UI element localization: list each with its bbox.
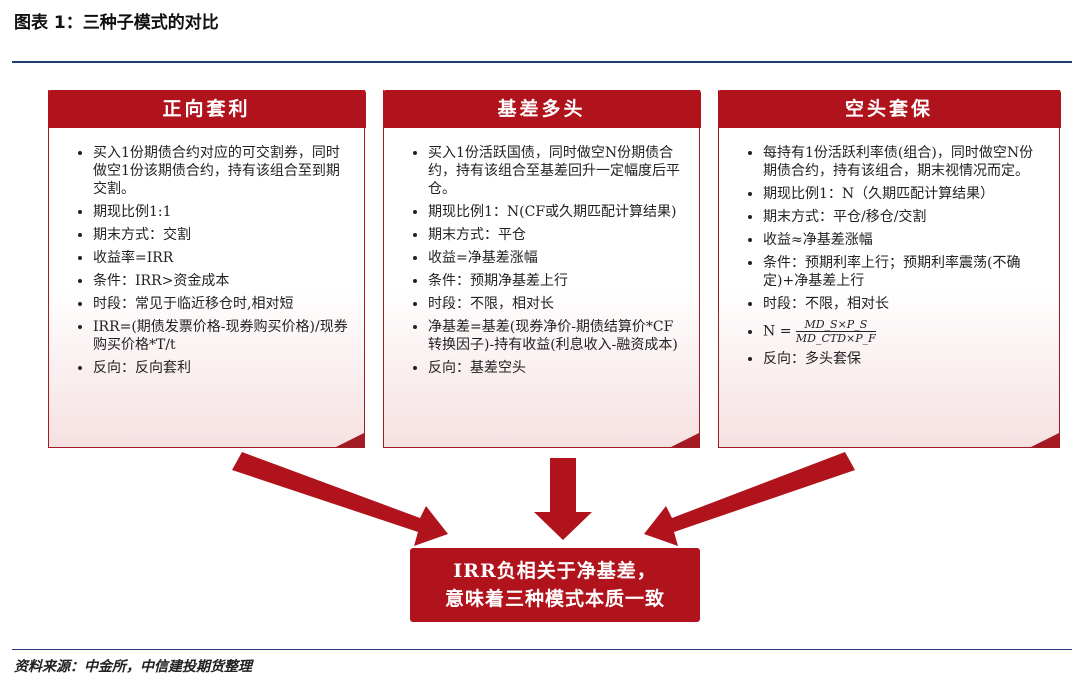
list-item: 期末方式：平仓/移仓/交割 (763, 208, 1047, 226)
list-item: 期末方式：平仓 (428, 226, 687, 244)
list-item: 每持有1份活跃利率债(组合)，同时做空N份期债合约，持有该组合，期末视情况而定。 (763, 144, 1047, 180)
arrow-left (232, 452, 448, 546)
formula-denominator: MD_CTD×P_F (795, 332, 876, 345)
panel-header: 空头套保 (717, 90, 1061, 128)
bottom-divider (12, 649, 1072, 650)
conclusion-line-1: IRR负相关于净基差， (453, 560, 657, 582)
list-item: 买入1份期债合约对应的可交割券，同时做空1份该期债合约，持有该组合至到期交割。 (93, 144, 352, 198)
list-item: 买入1份活跃国债，同时做空N份期债合约，持有该组合至基差回升一定幅度后平仓。 (428, 144, 687, 198)
arrow-right (644, 452, 855, 546)
list-item: 净基差=基差(现券净价-期债结算价*CF转换因子)-持有收益(利息收入-融资成本… (428, 318, 687, 354)
list-item: 收益率=IRR (93, 249, 352, 267)
panel-header: 正向套利 (47, 90, 366, 128)
figure-title: 图表 1：三种子模式的对比 (14, 13, 219, 33)
panel-basis-long: 基差多头 买入1份活跃国债，同时做空N份期债合约，持有该组合至基差回升一定幅度后… (382, 90, 701, 448)
list-item: 反向：基差空头 (428, 359, 687, 377)
list-item: 时段：常见于临近移仓时,相对短 (93, 295, 352, 313)
list-item: 期末方式：交割 (93, 226, 352, 244)
list-item: 条件：预期净基差上行 (428, 272, 687, 290)
formula-lhs: N = (763, 323, 792, 340)
list-item: 期现比例1:1 (93, 203, 352, 221)
formula-item: N = MD_S×P_S MD_CTD×P_F (763, 318, 1047, 345)
conclusion-line-2: 意味着三种模式本质一致 (444, 588, 665, 610)
list-item: 条件：预期利率上行；预期利率震荡(不确定)+净基差上行 (763, 254, 1047, 290)
panel-short-hedge: 空头套保 每持有1份活跃利率债(组合)，同时做空N份期债合约，持有该组合，期末视… (717, 90, 1061, 448)
panel-list: 买入1份活跃国债，同时做空N份期债合约，持有该组合至基差回升一定幅度后平仓。 期… (384, 144, 699, 377)
formula-numerator: MD_S×P_S (795, 318, 876, 332)
top-divider (12, 61, 1072, 63)
list-item: 收益=净基差涨幅 (428, 249, 687, 267)
list-item: 反向：反向套利 (93, 359, 352, 377)
list-item: 时段：不限，相对长 (428, 295, 687, 313)
formula-fraction: MD_S×P_S MD_CTD×P_F (795, 318, 876, 345)
conclusion-box: IRR负相关于净基差， 意味着三种模式本质一致 (410, 548, 700, 622)
panel-list: 买入1份期债合约对应的可交割券，同时做空1份该期债合约，持有该组合至到期交割。 … (49, 144, 364, 377)
source-note: 资料来源：中金所，中信建投期货整理 (14, 659, 252, 675)
list-item: 期现比例1：N（久期匹配计算结果） (763, 185, 1047, 203)
list-item: 反向：多头套保 (763, 350, 1047, 368)
arrow-center (534, 458, 592, 540)
list-item: 期现比例1：N(CF或久期匹配计算结果) (428, 203, 687, 221)
list-item: 时段：不限，相对长 (763, 295, 1047, 313)
list-item: IRR=(期债发票价格-现券购买价格)/现券购买价格*T/t (93, 318, 352, 354)
list-item: 条件：IRR>资金成本 (93, 272, 352, 290)
panel-header: 基差多头 (382, 90, 701, 128)
list-item: 收益≈净基差涨幅 (763, 231, 1047, 249)
panel-forward-arbitrage: 正向套利 买入1份期债合约对应的可交割券，同时做空1份该期债合约，持有该组合至到… (47, 90, 366, 448)
panel-list: 每持有1份活跃利率债(组合)，同时做空N份期债合约，持有该组合，期末视情况而定。… (719, 144, 1059, 368)
